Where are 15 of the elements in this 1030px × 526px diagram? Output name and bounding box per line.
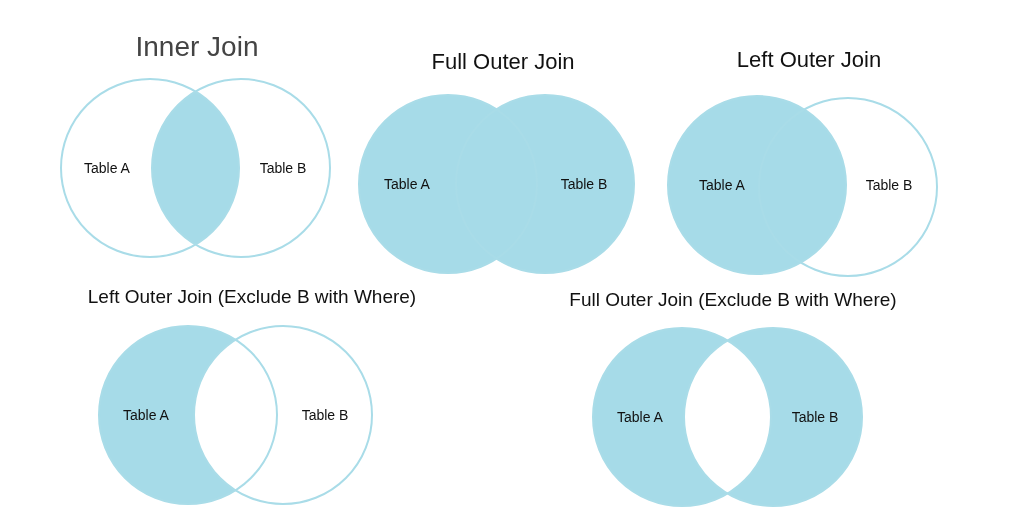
join-type-label: Left Outer Join (Exclude B with Where) [87,286,417,308]
table-label: Table B [301,407,349,423]
join-type-label: Full Outer Join (Exclude B with Where) [569,289,897,311]
join-type-label: Left Outer Join [736,47,882,73]
table-label: Table A [384,176,430,192]
join-type-label: Full Outer Join [431,49,575,75]
table-label: Table B [560,176,608,192]
table-label: Table B [259,160,307,176]
table-label: Table A [84,160,130,176]
table-label: Table B [865,177,913,193]
table-label: Table A [123,407,169,423]
table-label: Table A [699,177,745,193]
table-label: Table A [617,409,663,425]
table-label: Table B [791,409,839,425]
join-type-label: Inner Join [135,31,259,63]
